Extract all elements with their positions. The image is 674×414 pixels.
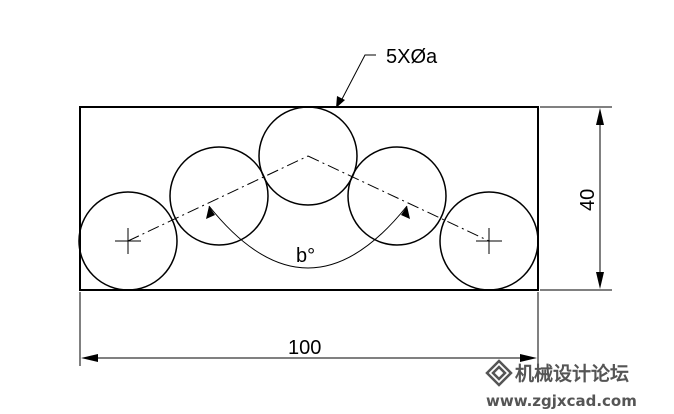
- angle-arrow-right: [401, 206, 410, 219]
- hole-callout: 5XØa: [386, 46, 438, 68]
- callout-arrow: [336, 96, 345, 108]
- hole-2: [169, 146, 269, 246]
- angle-arrow-left: [206, 206, 215, 219]
- hole-4: [347, 146, 447, 246]
- width-dimension: [79, 292, 539, 366]
- watermark-logo-icon: [485, 359, 513, 387]
- angle-arc: [208, 205, 408, 269]
- watermark-url: www.zgjxcad.com: [486, 392, 637, 410]
- holes: [78, 106, 539, 291]
- height-arrow-top: [596, 108, 604, 125]
- height-label: 40: [577, 189, 599, 211]
- height-arrow-bottom: [596, 272, 604, 289]
- center-lines: [127, 155, 490, 242]
- height-dimension: [540, 106, 612, 291]
- angle-label: b°: [296, 245, 315, 267]
- hole-3: [258, 106, 358, 206]
- watermark: 机械设计论坛 www.zgjxcad.com: [485, 359, 637, 410]
- width-arrow-left: [81, 354, 98, 362]
- watermark-title: 机械设计论坛: [515, 362, 629, 385]
- width-arrow-right: [520, 354, 537, 362]
- callout-leader: [340, 54, 376, 102]
- hole-5: [439, 191, 539, 291]
- hole-1: [78, 191, 178, 291]
- width-label: 100: [288, 337, 321, 359]
